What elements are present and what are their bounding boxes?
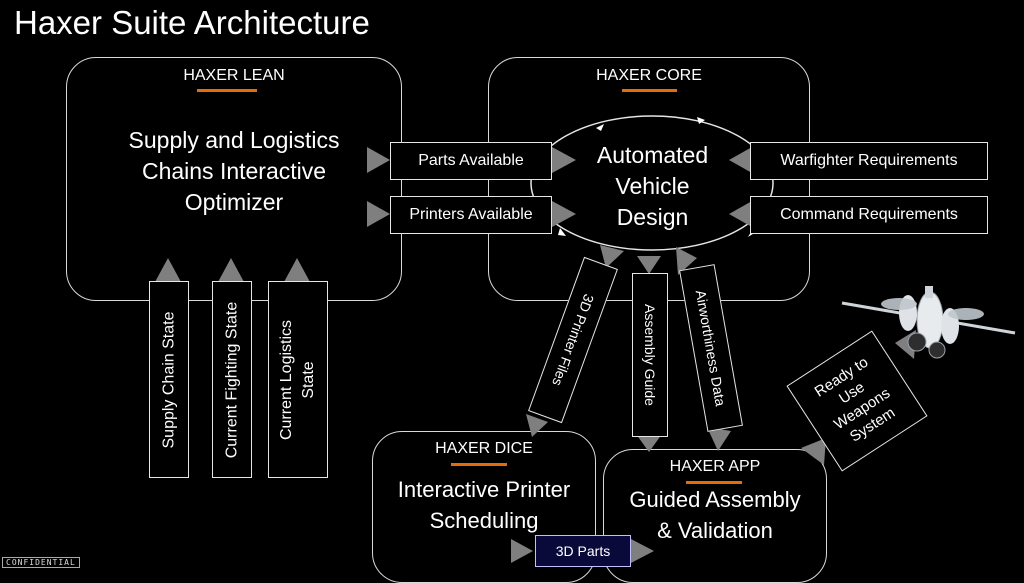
haxer-app-label: HAXER APP xyxy=(669,458,761,475)
core-line-3: Design xyxy=(616,204,689,230)
printers-available-box: Printers Available xyxy=(390,196,552,234)
command-requirements-box: Command Requirements xyxy=(750,196,988,234)
dice-line-1: Interactive Printer xyxy=(397,477,571,502)
haxer-core-label: HAXER CORE xyxy=(596,67,702,84)
app-line-1: Guided Assembly xyxy=(629,487,801,512)
assembly-guide-top-arrow xyxy=(637,256,661,274)
cycle-arrowhead-2 xyxy=(697,117,705,124)
app-line-2: & Validation xyxy=(657,518,773,543)
command-to-core-arrow xyxy=(729,201,752,227)
airworthiness-bottom-arrow xyxy=(707,427,731,451)
dice-line-2: Scheduling xyxy=(429,508,539,533)
parts-input-arrow xyxy=(367,147,390,173)
aircraft-icon xyxy=(841,286,1016,359)
haxer-core-description: Automated Vehicle Design xyxy=(560,140,745,233)
assembly-guide-bottom-arrow xyxy=(636,434,662,452)
haxer-dice-panel: HAXER DICE Interactive Printer Schedulin… xyxy=(372,431,596,583)
logistics-line-2: State xyxy=(300,360,318,399)
current-fighting-state-box: Current Fighting State xyxy=(212,281,252,478)
core-line-2: Vehicle xyxy=(615,173,690,199)
supply-state-arrow xyxy=(155,258,181,282)
cycle-arrowhead-3 xyxy=(558,228,566,236)
fighting-state-arrow xyxy=(218,258,244,282)
current-logistics-state-label: Current Logistics State xyxy=(276,319,320,439)
haxer-lean-panel: HAXER LEAN Supply and Logistics Chains I… xyxy=(66,57,402,301)
logistics-state-arrow xyxy=(284,258,310,282)
haxer-lean-description: Supply and Logistics Chains Interactive … xyxy=(67,125,401,218)
warfighter-to-core-arrow xyxy=(729,147,752,173)
supply-chain-state-box: Supply Chain State xyxy=(149,281,189,478)
lean-line-1: Supply and Logistics xyxy=(128,127,340,153)
haxer-app-underline xyxy=(686,481,742,484)
diagram-connectors xyxy=(155,115,1016,563)
current-fighting-state-label: Current Fighting State xyxy=(223,301,240,458)
supply-chain-state-label: Supply Chain State xyxy=(160,311,178,448)
haxer-dice-description: Interactive Printer Scheduling xyxy=(373,474,595,536)
core-line-1: Automated xyxy=(596,142,709,168)
printers-input-arrow xyxy=(367,201,390,227)
printers-to-core-arrow xyxy=(552,201,576,227)
printer-files-bottom-arrow xyxy=(526,414,548,437)
core-cycle-ellipse xyxy=(530,115,774,251)
haxer-lean-label: HAXER LEAN xyxy=(183,67,285,84)
confidential-tag: CONFIDENTIAL xyxy=(2,557,80,568)
logistics-line-1: Current Logistics xyxy=(278,319,296,440)
cycle-arrowhead-1 xyxy=(596,124,604,131)
lean-line-3: Optimizer xyxy=(184,189,284,215)
airworthiness-top-arrow xyxy=(676,247,697,275)
parts-to-app-arrow xyxy=(631,539,654,563)
haxer-app-description: Guided Assembly & Validation xyxy=(604,484,826,546)
lean-line-2: Chains Interactive xyxy=(141,158,327,184)
current-logistics-state-box: Current Logistics State xyxy=(268,281,328,478)
ready-from-app-arrow xyxy=(801,438,826,465)
parts-available-box: Parts Available xyxy=(390,142,552,180)
parts-to-core-arrow xyxy=(552,147,576,173)
3d-parts-box: 3D Parts xyxy=(535,535,631,567)
haxer-dice-underline xyxy=(451,463,507,466)
assembly-guide-box: Assembly Guide xyxy=(632,273,668,437)
ready-to-use-label: Ready to Use Weapons System xyxy=(810,352,904,450)
haxer-dice-label: HAXER DICE xyxy=(435,440,533,457)
printer-files-top-arrow xyxy=(600,245,624,268)
haxer-lean-underline xyxy=(197,89,257,92)
warfighter-requirements-box: Warfighter Requirements xyxy=(750,142,988,180)
parts-from-dice-arrow xyxy=(511,539,533,563)
assembly-guide-label: Assembly Guide xyxy=(642,304,658,406)
page-title: Haxer Suite Architecture xyxy=(14,4,370,41)
haxer-core-underline xyxy=(622,89,677,92)
